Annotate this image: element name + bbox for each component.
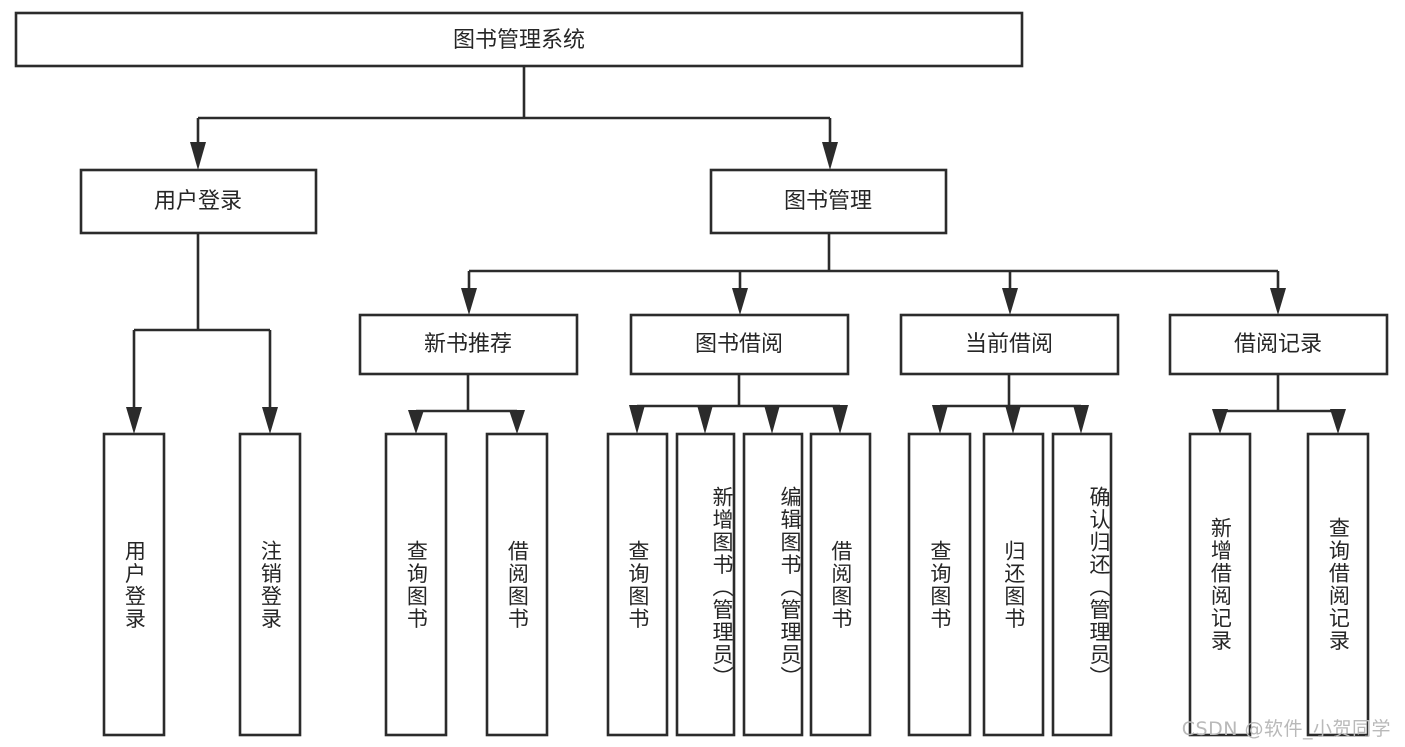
node-user-login[interactable]: 用户登录: [79, 168, 318, 235]
arrow-head-leaf-query-book-1: [408, 410, 424, 434]
node-root[interactable]: 图书管理系统: [14, 11, 1024, 68]
connector-userlogin-to-leaves: [126, 233, 278, 434]
leaf-box-query-book-2[interactable]: [606, 432, 669, 737]
arrow-head-to-current-borrow: [1002, 288, 1018, 315]
leaf-box-query-book-1[interactable]: [384, 432, 448, 737]
leaf-box-add-record[interactable]: [1188, 432, 1252, 737]
leaf-box-edit-book[interactable]: [742, 432, 804, 737]
leaf-box-query-book-3[interactable]: [907, 432, 972, 737]
leaf-box-logout[interactable]: [238, 432, 302, 737]
leaf-box-borrow-book-2[interactable]: [809, 432, 872, 737]
node-new-book-recommend[interactable]: 新书推荐: [358, 313, 579, 376]
connector-root-to-level1: [190, 66, 838, 170]
node-book-manage-box[interactable]: [709, 168, 948, 235]
node-borrow-record-label: 借阅记录: [1234, 332, 1322, 357]
node-current-borrow-label: 当前借阅: [965, 332, 1053, 357]
arrow-head-leaf-add-book: [697, 405, 713, 434]
node-root-box[interactable]: [14, 11, 1024, 68]
connector-currentborrow-to-leaves: [932, 374, 1089, 434]
node-borrow-record[interactable]: 借阅记录: [1168, 313, 1389, 376]
arrow-head-leaf-query-record: [1330, 409, 1346, 434]
leaf-box-user-login[interactable]: [102, 432, 166, 737]
node-book-manage-label: 图书管理: [784, 189, 872, 214]
arrow-head-leaf-query-book-3: [932, 405, 948, 434]
connector-newbook-to-leaves: [408, 374, 525, 434]
leaf-box-query-record[interactable]: [1306, 432, 1370, 737]
arrow-head-leaf-add-record: [1212, 409, 1228, 434]
connector-borrowrecord-to-leaves: [1212, 374, 1346, 434]
node-new-book-recommend-label: 新书推荐: [424, 332, 512, 357]
arrow-head-to-book-manage: [822, 142, 838, 170]
leaf-box-add-book[interactable]: [675, 432, 736, 737]
node-book-borrow-box[interactable]: [629, 313, 850, 376]
leaf-box-borrow-book-1[interactable]: [485, 432, 549, 737]
node-new-book-recommend-box[interactable]: [358, 313, 579, 376]
csdn-watermark: CSDN @软件_小贺同学: [1181, 718, 1391, 740]
node-borrow-record-box[interactable]: [1168, 313, 1389, 376]
arrow-head-to-book-borrow: [732, 288, 748, 315]
arrow-head-leaf-query-book-2: [629, 405, 645, 434]
arrow-head-to-new-book: [461, 288, 477, 315]
arrow-head-leaf-edit-book: [764, 405, 780, 434]
connector-bookborrow-to-leaves: [629, 374, 848, 434]
node-current-borrow[interactable]: 当前借阅: [899, 313, 1120, 376]
leaf-box-confirm-return[interactable]: [1051, 432, 1113, 737]
arrow-head-leaf-confirm-return: [1073, 405, 1089, 434]
arrow-head-leaf-return-book: [1005, 405, 1021, 434]
leaf-box-return-book[interactable]: [982, 432, 1045, 737]
arrow-head-leaf-logout: [262, 407, 278, 434]
node-current-borrow-box[interactable]: [899, 313, 1120, 376]
node-user-login-label: 用户登录: [154, 189, 242, 214]
node-book-borrow[interactable]: 图书借阅: [629, 313, 850, 376]
arrow-head-leaf-borrow-book-2: [832, 405, 848, 434]
node-book-manage[interactable]: 图书管理: [709, 168, 948, 235]
arrow-head-leaf-borrow-book-1: [509, 410, 525, 434]
node-user-login-box[interactable]: [79, 168, 318, 235]
node-book-borrow-label: 图书借阅: [695, 332, 783, 357]
arrow-head-to-user-login: [190, 142, 206, 170]
arrow-head-to-borrow-record: [1270, 288, 1286, 315]
connector-bookmanage-to-level2: [461, 233, 1286, 315]
node-root-label: 图书管理系统: [453, 28, 585, 53]
arrow-head-leaf-user-login: [126, 407, 142, 434]
